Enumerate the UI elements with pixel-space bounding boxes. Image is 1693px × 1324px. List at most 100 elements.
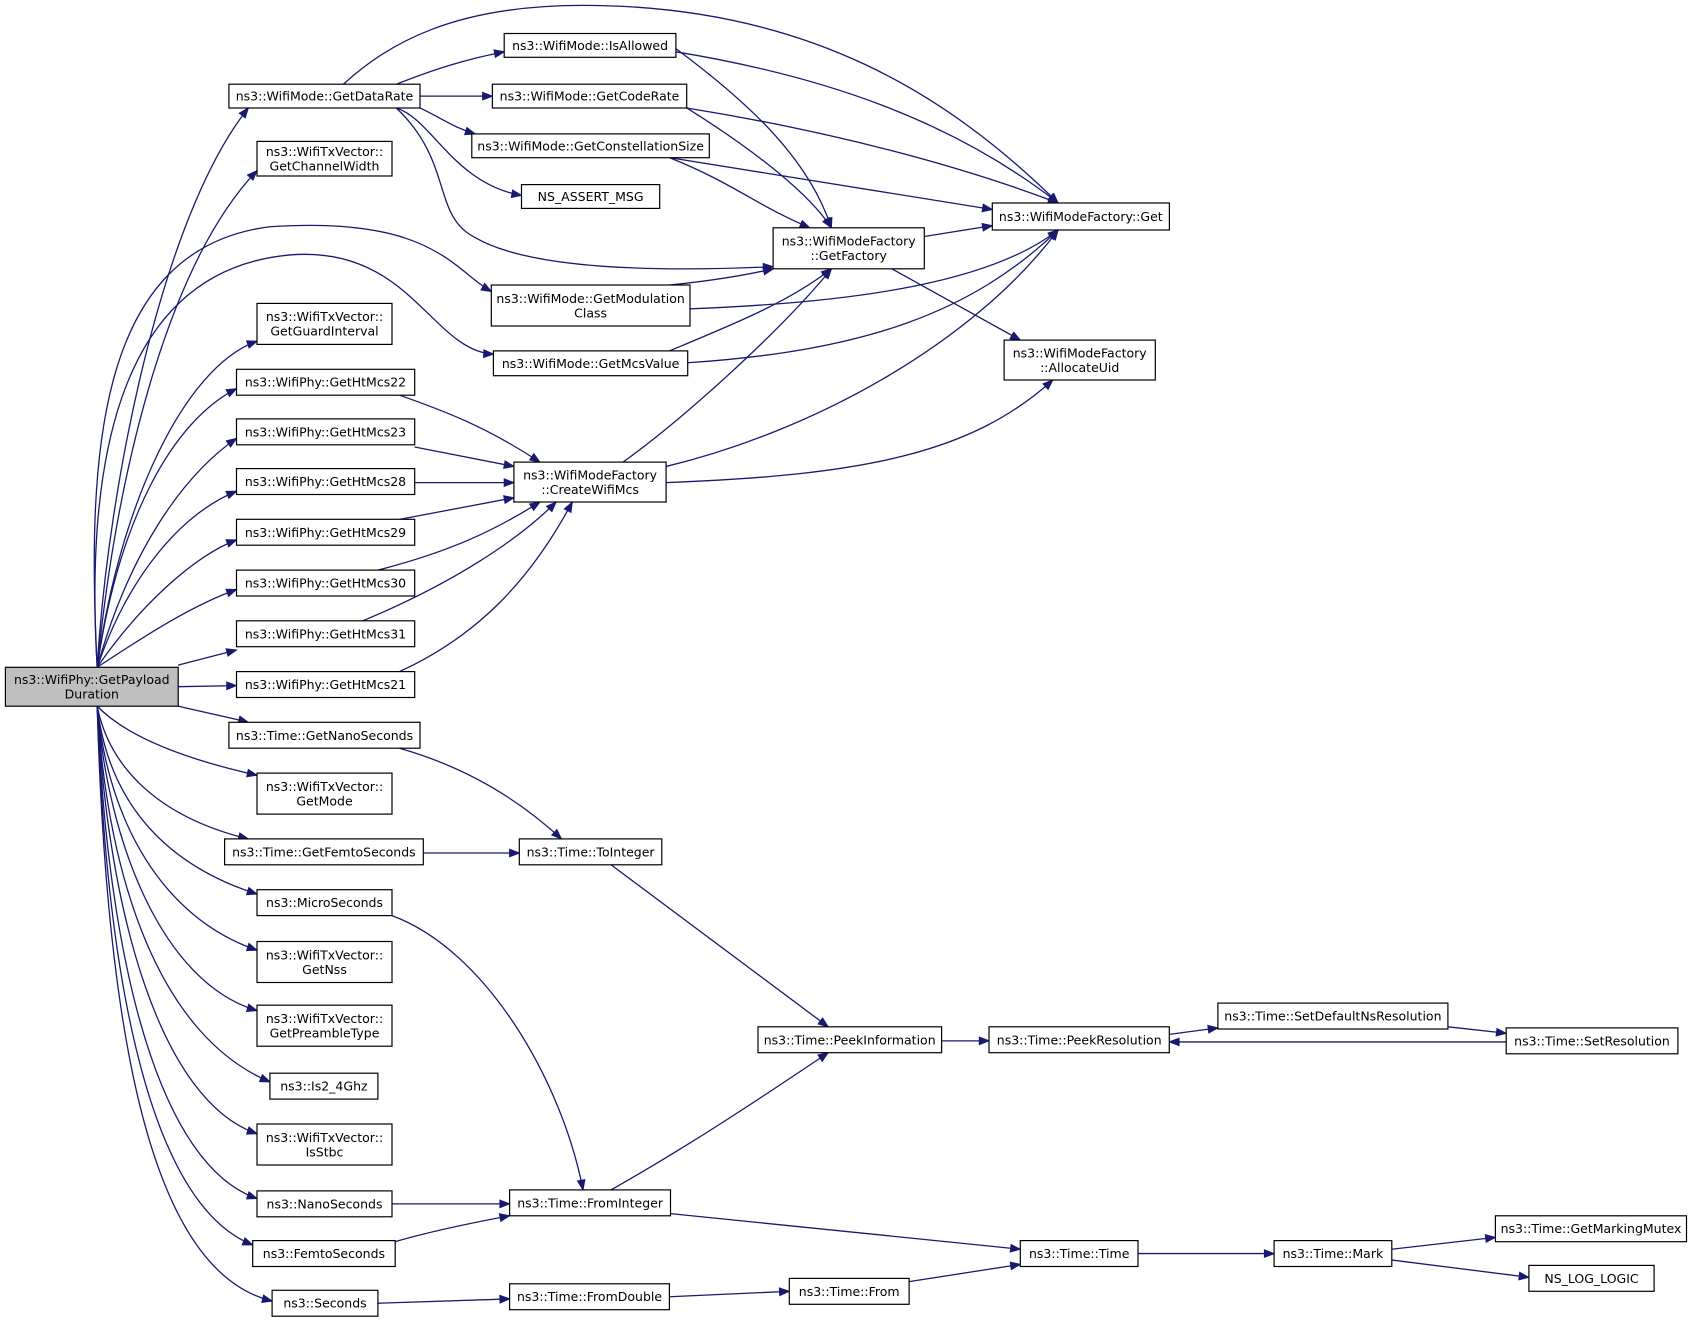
node-box — [256, 889, 393, 917]
node-getFemtoSeconds[interactable]: ns3::Time::GetFemtoSeconds — [224, 838, 424, 866]
node-femtoSeconds[interactable]: ns3::FemtoSeconds — [252, 1239, 396, 1268]
node-box — [235, 468, 416, 496]
node-nsLogLogic[interactable]: NS_LOG_LOGIC — [1528, 1264, 1655, 1292]
call-edge-line — [96, 490, 237, 668]
node-getMcsValue[interactable]: ns3::WifiMode::GetMcsValue — [492, 350, 689, 377]
node-label: Duration — [65, 687, 119, 702]
node-label: ns3::Time::From — [799, 1284, 900, 1299]
node-ht23[interactable]: ns3::WifiPhy::GetHtMcs23 — [235, 418, 416, 446]
node-label: ns3::Time::SetResolution — [1514, 1033, 1670, 1048]
call-edge-arrowhead — [482, 349, 495, 359]
node-ht31[interactable]: ns3::WifiPhy::GetHtMcs31 — [235, 620, 416, 648]
node-getConstSize[interactable]: ns3::WifiMode::GetConstellationSize — [471, 133, 710, 159]
node-setDefaultNsRes[interactable]: ns3::Time::SetDefaultNsResolution — [1217, 1002, 1449, 1030]
call-edge-arrowhead — [981, 203, 994, 213]
node-isAllowed[interactable]: ns3::WifiMode::IsAllowed — [503, 32, 677, 58]
node-getMarkingMutex[interactable]: ns3::Time::GetMarkingMutex — [1494, 1215, 1688, 1243]
call-edge-line — [686, 107, 832, 229]
call-edge-line — [670, 1212, 1021, 1250]
call-edge-arrowhead — [499, 1294, 511, 1304]
node-getMode[interactable]: ns3::WifiTxVector::GetMode — [256, 772, 393, 815]
call-edge-line — [96, 706, 271, 1083]
node-ht30[interactable]: ns3::WifiPhy::GetHtMcs30 — [235, 569, 416, 597]
node-label: ns3::WifiPhy::GetHtMcs23 — [245, 424, 406, 439]
node-label: ns3::MicroSeconds — [266, 895, 383, 910]
node-box — [256, 140, 393, 177]
node-label: ns3::Is2_4Ghz — [280, 1079, 368, 1094]
node-getNss[interactable]: ns3::WifiTxVector::GetNss — [256, 940, 393, 984]
node-setResolution[interactable]: ns3::Time::SetResolution — [1505, 1027, 1679, 1055]
node-is24ghz[interactable]: ns3::Is2_4Ghz — [269, 1072, 379, 1100]
call-edge-arrowhead — [1518, 1271, 1531, 1281]
node-nanoSeconds[interactable]: ns3::NanoSeconds — [256, 1190, 393, 1218]
call-edge-arrowhead — [258, 1073, 272, 1083]
call-edge-line — [96, 170, 258, 668]
call-edge-line — [342, 4, 1059, 204]
call-edge-arrowhead — [503, 478, 516, 488]
node-microSeconds[interactable]: ns3::MicroSeconds — [256, 889, 393, 917]
node-seconds[interactable]: ns3::Seconds — [271, 1289, 379, 1317]
call-edge-arrowhead — [1207, 1024, 1220, 1034]
call-edge-arrowhead — [225, 437, 238, 448]
node-isStbc[interactable]: ns3::WifiTxVector::IsStbc — [256, 1123, 393, 1166]
call-edge-arrowhead — [241, 1236, 254, 1246]
call-edge-line — [93, 224, 492, 668]
node-label: ns3::WifiMode::GetModulation — [496, 291, 684, 306]
node-peekInformation[interactable]: ns3::Time::PeekInformation — [757, 1026, 943, 1054]
node-getChannelWidth[interactable]: ns3::WifiTxVector::GetChannelWidth — [256, 140, 393, 177]
node-timeTime[interactable]: ns3::Time::Time — [1019, 1239, 1139, 1268]
node-label: ns3::WifiMode::IsAllowed — [512, 38, 668, 53]
call-edge-arrowhead — [499, 1199, 511, 1209]
call-edge-arrowhead — [528, 501, 542, 512]
call-edge-arrowhead — [1009, 1243, 1022, 1253]
node-toInteger[interactable]: ns3::Time::ToInteger — [518, 838, 663, 866]
node-fromInteger[interactable]: ns3::Time::FromInteger — [509, 1189, 672, 1217]
node-label: NS_LOG_LOGIC — [1544, 1271, 1639, 1286]
node-getNanoSeconds[interactable]: ns3::Time::GetNanoSeconds — [228, 721, 421, 749]
call-edge-arrowhead — [498, 1213, 511, 1223]
node-createWifiMcs[interactable]: ns3::WifiModeFactory::CreateWifiMcs — [513, 461, 667, 503]
call-edge-peekInformation-to-peekResolution — [941, 1036, 991, 1046]
call-edge-arrowhead — [1009, 331, 1022, 341]
call-edge-line — [395, 107, 774, 270]
node-getGuardInterval[interactable]: ns3::WifiTxVector::GetGuardInterval — [256, 302, 393, 345]
call-edge-root-to-microSeconds — [96, 706, 259, 896]
call-edge-arrowhead — [1484, 1234, 1497, 1243]
node-nsAssertMsg[interactable]: NS_ASSERT_MSG — [520, 184, 661, 210]
node-timeMark[interactable]: ns3::Time::Mark — [1273, 1239, 1393, 1268]
node-label: ns3::WifiTxVector:: — [266, 309, 383, 324]
call-edge-arrowhead — [225, 490, 238, 500]
call-edge-arrowhead — [245, 340, 259, 349]
node-label: ns3::WifiTxVector:: — [266, 1011, 383, 1026]
node-label: ns3::Time::FromDouble — [517, 1289, 662, 1304]
node-getCodeRate[interactable]: ns3::WifiMode::GetCodeRate — [491, 83, 688, 109]
node-getFactory[interactable]: ns3::WifiModeFactory::GetFactory — [772, 227, 925, 270]
node-fromDouble[interactable]: ns3::Time::FromDouble — [509, 1283, 671, 1311]
call-edge-arrowhead — [1048, 228, 1059, 241]
call-edge-line — [96, 706, 258, 1135]
node-ht28[interactable]: ns3::WifiPhy::GetHtMcs28 — [235, 468, 416, 496]
node-modeFactoryGet[interactable]: ns3::WifiModeFactory::Get — [991, 202, 1170, 231]
node-ht29[interactable]: ns3::WifiPhy::GetHtMcs29 — [235, 518, 416, 546]
node-peekResolution[interactable]: ns3::Time::PeekResolution — [988, 1026, 1170, 1054]
call-edge-ht31-to-createWifiMcs — [362, 501, 558, 622]
node-label: ns3::WifiTxVector:: — [266, 144, 383, 159]
call-edge-line — [178, 705, 249, 723]
call-edge-root-to-ht29 — [96, 539, 238, 668]
node-box — [491, 83, 688, 109]
node-ht21[interactable]: ns3::WifiPhy::GetHtMcs21 — [235, 670, 416, 699]
node-getPreambleType[interactable]: ns3::WifiTxVector::GetPreambleType — [256, 1004, 393, 1047]
node-timeFrom[interactable]: ns3::Time::From — [788, 1277, 910, 1305]
call-edge-line — [394, 1215, 510, 1243]
node-ht22[interactable]: ns3::WifiPhy::GetHtMcs22 — [235, 368, 416, 396]
node-allocateUid[interactable]: ns3::WifiModeFactory::AllocateUid — [1003, 339, 1156, 381]
node-box — [256, 302, 393, 345]
call-edge-arrowhead — [798, 219, 812, 229]
node-getDataRate[interactable]: ns3::WifiMode::GetDataRate — [228, 83, 421, 109]
call-edge-fromDouble-to-timeFrom — [669, 1287, 791, 1298]
call-edge-arrowhead — [245, 886, 259, 896]
node-box — [772, 227, 925, 270]
